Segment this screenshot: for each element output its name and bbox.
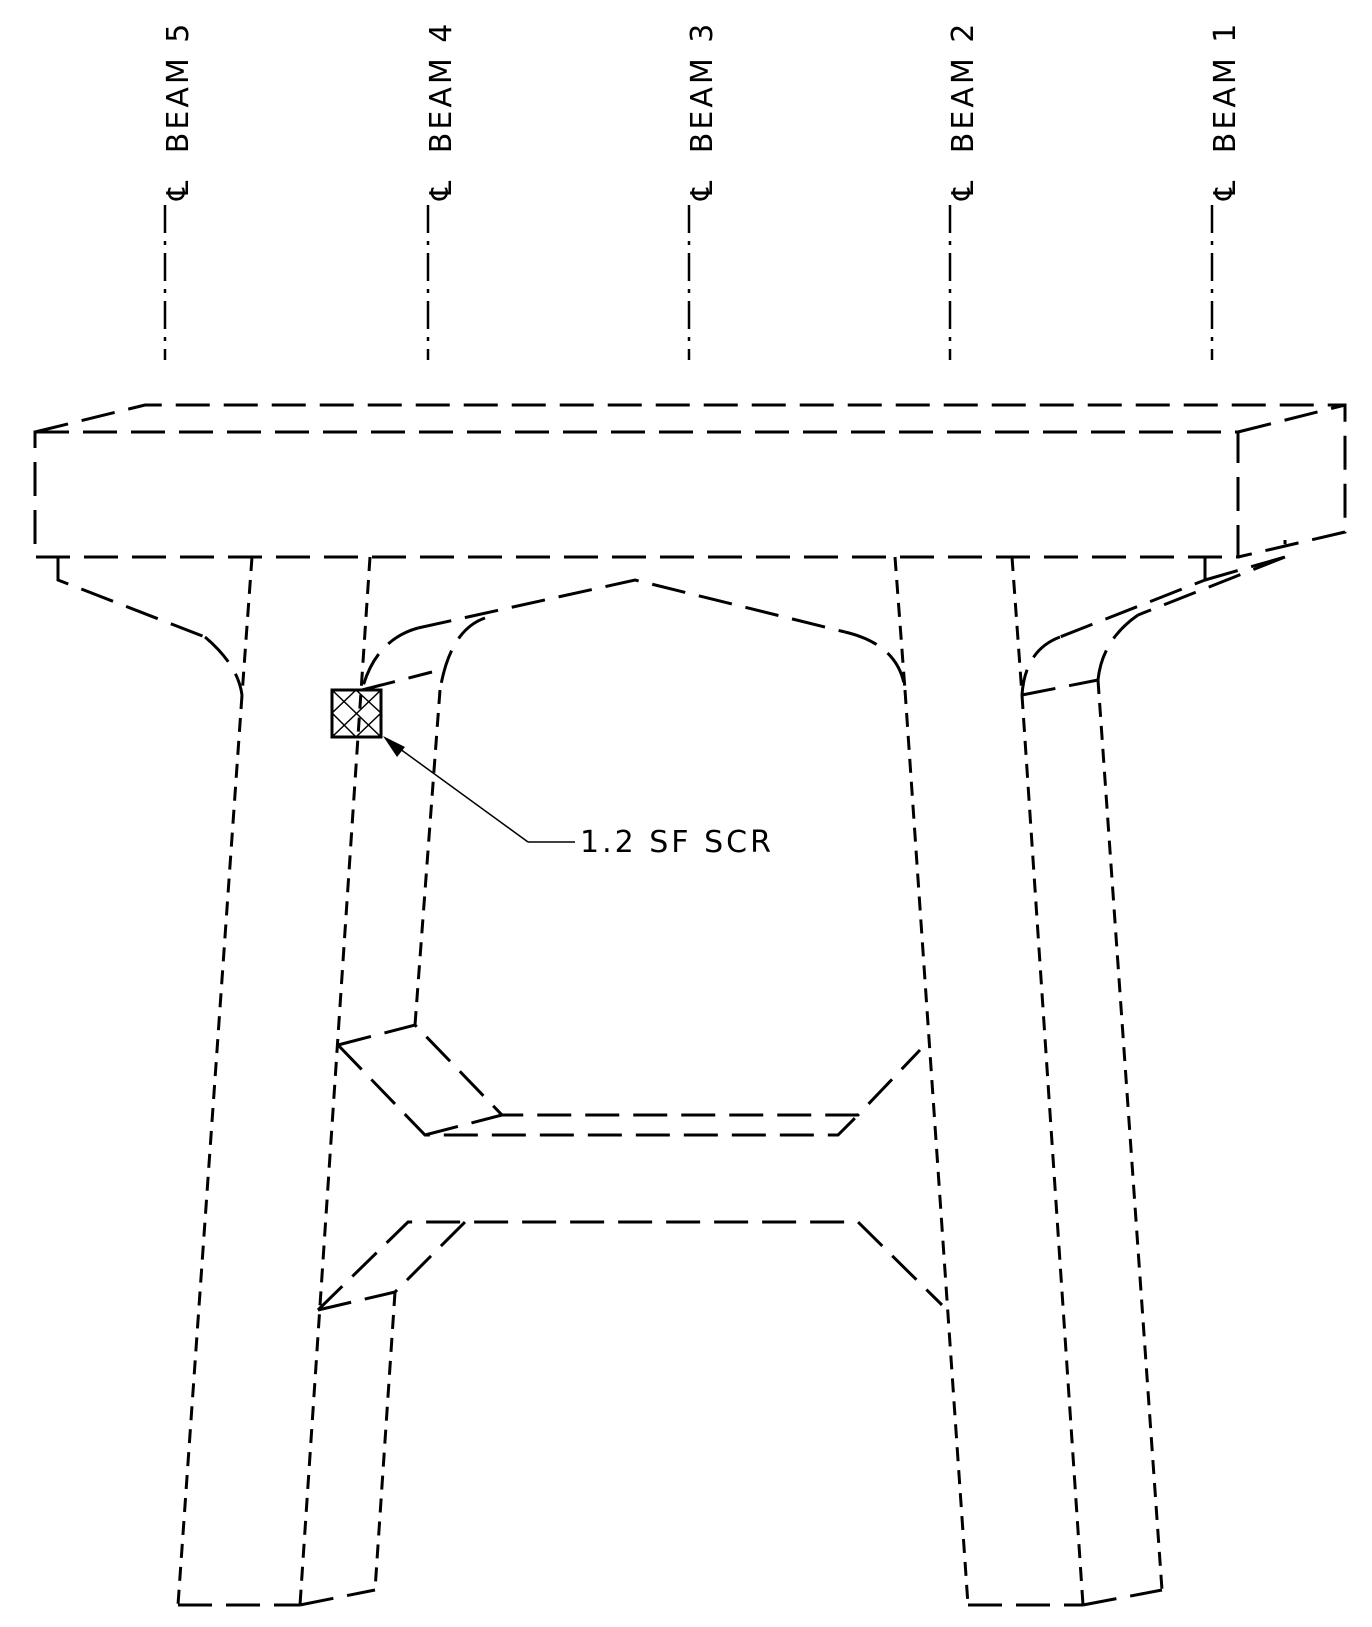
- girder-web-beam-4-lower: [299, 1291, 397, 1607]
- girder-web-beam-2: [968, 556, 1164, 1607]
- svg-text:℄ BEAM 5: ℄ BEAM 5: [161, 21, 196, 201]
- beam-centerlines: ℄ BEAM 5 ℄ BEAM 4 ℄ BEAM 3 ℄ BEAM 2: [161, 21, 1243, 360]
- centerline-beam-3: ℄ BEAM 3: [685, 21, 720, 360]
- diaphragm-lower: [316, 1220, 944, 1312]
- beam-4-label: BEAM 4: [424, 21, 459, 154]
- girder-web-beam-5: [176, 556, 372, 1607]
- centerline-symbol: ℄: [161, 178, 196, 201]
- centerline-symbol: ℄: [946, 178, 981, 201]
- svg-text:℄ BEAM 2: ℄ BEAM 2: [946, 21, 981, 201]
- centerline-beam-5: ℄ BEAM 5: [161, 21, 196, 360]
- svg-text:℄ BEAM 1: ℄ BEAM 1: [1208, 21, 1243, 201]
- svg-text:℄ BEAM 4: ℄ BEAM 4: [424, 21, 459, 201]
- centerline-symbol: ℄: [424, 178, 459, 201]
- centerline-beam-2: ℄ BEAM 2: [946, 21, 981, 360]
- diaphragm-upper: [336, 1023, 922, 1137]
- centerline-beam-4: ℄ BEAM 4: [424, 21, 459, 360]
- beam-3-label: BEAM 3: [685, 21, 720, 154]
- defect-marker: [330, 688, 383, 739]
- girder-flange-left: [56, 557, 244, 696]
- girder-flange-right: [1020, 540, 1287, 697]
- centerline-symbol: ℄: [1208, 178, 1243, 201]
- beam-5-label: BEAM 5: [161, 21, 196, 154]
- svg-text:℄ BEAM 3: ℄ BEAM 3: [685, 21, 720, 201]
- deck-slab: [33, 403, 1347, 559]
- beam-2-label: BEAM 2: [946, 21, 981, 154]
- centerline-beam-1: ℄ BEAM 1: [1208, 21, 1243, 360]
- beam-1-label: BEAM 1: [1208, 21, 1243, 154]
- centerline-symbol: ℄: [685, 178, 720, 201]
- callout-leader: [383, 736, 575, 843]
- girder-web-interior: [360, 556, 970, 1606]
- callout-text: 1.2 SF SCR: [580, 825, 774, 860]
